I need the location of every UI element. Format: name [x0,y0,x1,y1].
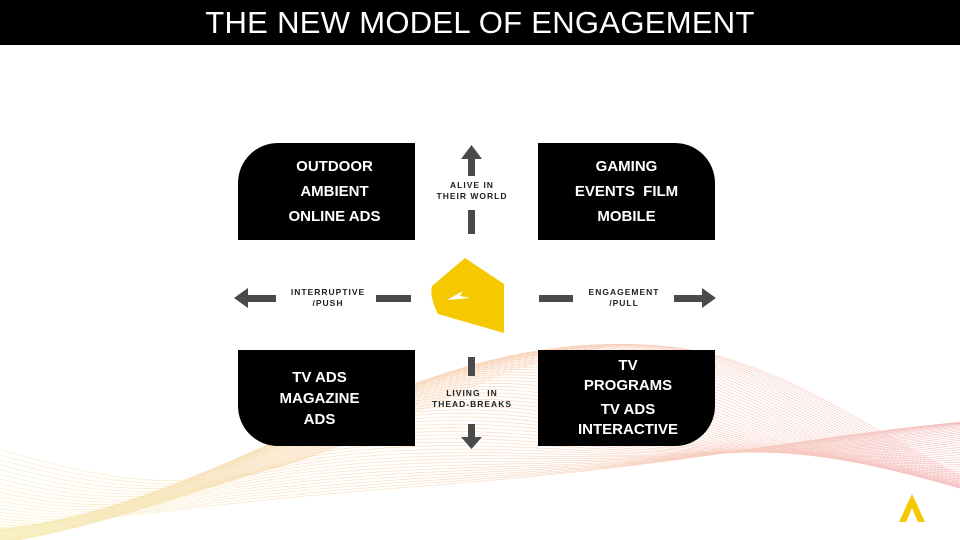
axis-label-line: LIVING IN [446,388,498,398]
quadrant-outdoor-ambient-online: OUTDOOR AMBIENT ONLINE ADS [238,143,415,240]
axis-label-line: THEAD-BREAKS [432,399,512,409]
quadrant-text: TV ADS [600,401,656,418]
quadrant-text: PROGRAMS [583,377,673,394]
title-bar: THE NEW MODEL OF ENGAGEMENT [0,0,960,45]
axis-label-right: ENGAGEMENT /PULL [574,287,674,309]
quadrant-text: GAMING [595,158,658,175]
quadrant-text: TV [618,357,638,374]
quadrant-text: INTERACTIVE [577,421,678,438]
up-arrow-icon [461,145,482,234]
axis-label-line: /PULL [609,298,639,308]
quadrant-text: MAGAZINE [279,389,360,407]
quadrant-tv-programs-interactive: TV PROGRAMS TV ADS INTERACTIVE [538,350,715,446]
axis-label-line: /PUSH [312,298,344,308]
axis-label-up: ALIVE IN THEIR WORLD [422,180,522,202]
quadrant-text: TV ADS [292,368,347,386]
quadrant-text: ADS [303,410,336,428]
quadrant-text: MOBILE [597,208,656,225]
yellow-logo-icon [431,258,504,333]
decorative-waves [0,343,960,540]
axis-label-line: ALIVE IN [450,180,494,190]
quadrant-text: ONLINE ADS [288,208,381,225]
down-arrow-icon [461,357,482,449]
axis-label-line: THEIR WORLD [436,191,508,201]
quadrant-text: EVENTS FILM [574,183,679,200]
left-arrow-icon [234,288,411,308]
axis-label-down: LIVING IN THEAD-BREAKS [417,388,527,410]
quadrant-gaming-events-mobile: GAMING EVENTS FILM MOBILE [538,143,715,240]
quadrant-text: OUTDOOR [296,158,373,175]
axis-label-line: INTERRUPTIVE [290,287,366,297]
quadrant-tv-magazine-ads: TV ADS MAGAZINE ADS [238,350,415,446]
page-title: THE NEW MODEL OF ENGAGEMENT [205,4,755,40]
triangle-logo-icon [899,494,925,522]
axis-label-left: INTERRUPTIVE /PUSH [280,287,376,309]
quadrant-text: AMBIENT [300,183,369,200]
right-arrow-icon [539,288,716,308]
axis-label-line: ENGAGEMENT [588,287,660,297]
